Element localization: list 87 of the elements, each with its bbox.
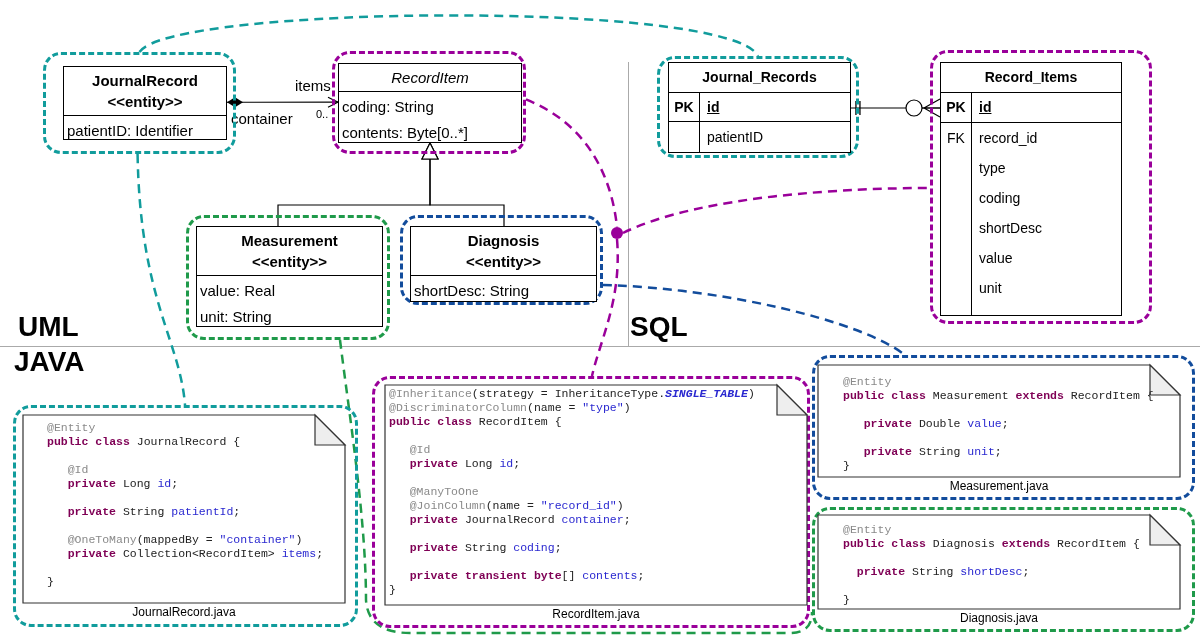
table-box: [940, 62, 1122, 316]
code-line: }: [843, 593, 850, 607]
column-name: coding: [979, 188, 1021, 208]
code-line: }: [843, 459, 850, 473]
class-box: [410, 226, 597, 302]
dashed-group-outline: [332, 51, 526, 154]
code-line: @JoinColumn(name = "record_id"): [409, 499, 624, 513]
column-name: shortDesc: [979, 218, 1043, 238]
table-box: [668, 62, 851, 153]
code-line: private String patientId;: [67, 505, 241, 519]
section-label: UML: [18, 313, 79, 341]
role-label: container: [231, 109, 293, 129]
column-name: record_id: [979, 128, 1038, 148]
code-line: @Entity: [843, 523, 892, 537]
table-name: Journal_Records: [702, 67, 817, 87]
code-line: private JournalRecord container;: [409, 513, 631, 527]
dashed-group-outline: [186, 215, 390, 340]
code-line: @OneToMany(mappedBy = "container"): [67, 533, 303, 547]
code-line: @ManyToOne: [409, 485, 479, 499]
attribute: contents: Byte[0..*]: [342, 123, 469, 143]
code-line: public class Diagnosis extends RecordItem {: [843, 537, 1140, 551]
code-line: @Id: [67, 463, 89, 477]
column-name: unit: [979, 278, 1002, 298]
code-line: private Long id;: [67, 477, 179, 491]
code-line: @Entity: [47, 421, 96, 435]
code-line: private String shortDesc;: [856, 565, 1030, 579]
class-name: Measurement: [241, 231, 338, 251]
code-line: public class JournalRecord {: [47, 435, 241, 449]
file-name-caption: JournalRecord.java: [132, 605, 236, 619]
code-line: private Collection<RecordItem> items;: [67, 547, 324, 561]
class-name: Diagnosis: [467, 231, 540, 251]
code-line: private Double value;: [863, 417, 1009, 431]
class-box: [196, 226, 383, 327]
code-line: @Inheritance(strategy = InheritanceType.SINGLE_TABLE): [389, 387, 755, 401]
code-line: public class RecordItem {: [389, 415, 562, 429]
file-name-caption: Measurement.java: [949, 479, 1049, 493]
code-line: private String unit;: [863, 445, 1002, 459]
code-line: private transient byte[] contents;: [409, 569, 645, 583]
stereotype: <<entity>>: [107, 92, 183, 112]
code-line: }: [389, 583, 396, 597]
code-line: public class Measurement extends RecordItem {: [843, 389, 1154, 403]
class-box: [338, 63, 522, 143]
dashed-group-outline: [13, 405, 358, 627]
dashed-group-outline: [812, 355, 1195, 500]
dashed-connector: [622, 186, 930, 235]
column-name: patientID: [707, 127, 764, 147]
attribute: patientID: Identifier: [67, 121, 194, 141]
composition-arrow: [226, 96, 339, 108]
dashed-connector: [338, 339, 814, 635]
table-name: Record_Items: [984, 68, 1078, 87]
key-label: PK: [946, 98, 966, 117]
inheritance-arrow: [421, 142, 505, 227]
code-line: @DiscriminatorColumn(name = "type"): [389, 401, 631, 415]
code-line: @Entity: [843, 375, 892, 389]
stereotype: <<entity>>: [251, 252, 327, 272]
code-line: }: [47, 575, 54, 589]
class-box: [63, 66, 227, 140]
file-name-caption: Diagnosis.java: [959, 611, 1038, 625]
key-label: FK: [947, 128, 965, 148]
code-line: private String coding;: [409, 541, 562, 555]
column-name: type: [979, 158, 1006, 178]
code-line: @Id: [409, 443, 431, 457]
dashed-connector: [590, 238, 619, 377]
dashed-group-outline: [400, 215, 603, 305]
attribute: shortDesc: String: [414, 281, 531, 301]
class-name: RecordItem: [391, 68, 469, 88]
dashed-group-outline: [930, 50, 1152, 324]
stereotype: <<entity>>: [465, 252, 541, 272]
dashed-connector: [136, 153, 187, 406]
dashed-group-outline: [812, 507, 1195, 632]
attribute: value: Real: [200, 281, 277, 301]
dashed-connector: [138, 14, 759, 57]
relationship-line: [850, 98, 941, 118]
key-label: PK: [674, 97, 694, 117]
file-name-caption: RecordItem.java: [552, 607, 640, 621]
multiplicity-label: 0..: [316, 107, 329, 122]
class-name: JournalRecord: [92, 71, 198, 91]
attribute: unit: String: [200, 307, 273, 327]
attribute: coding: String: [342, 97, 435, 117]
section-label: JAVA: [14, 348, 85, 376]
column-name: id: [979, 98, 992, 117]
code-line: private Long id;: [409, 457, 521, 471]
dashed-group-outline: [372, 376, 810, 628]
section-label: SQL: [630, 313, 688, 341]
dashed-group-outline: [657, 56, 859, 158]
column-name: value: [979, 248, 1013, 268]
column-name: id: [707, 97, 720, 117]
